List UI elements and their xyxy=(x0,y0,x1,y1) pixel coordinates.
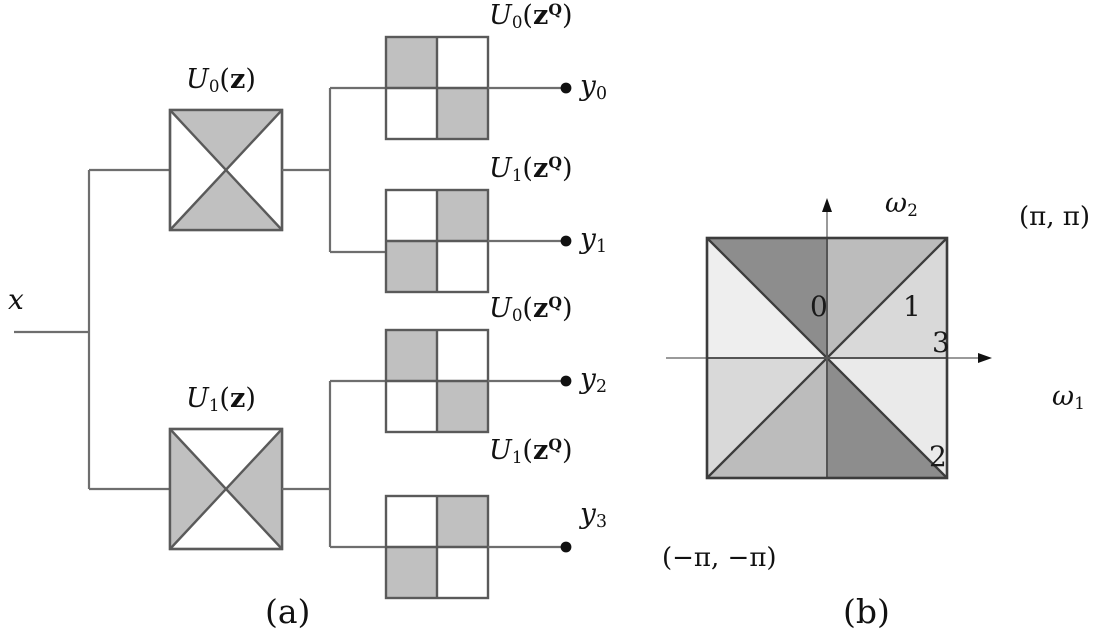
butterfly-u0-label: U0(z) xyxy=(186,64,256,97)
quad-u0-q-b-box[interactable] xyxy=(384,328,490,434)
quad-u1-q-a-box[interactable] xyxy=(384,188,490,294)
corner-label-pi-pi: (π, π) xyxy=(1019,202,1090,232)
quad-u0-q-b-label: U0(zQ) xyxy=(489,292,573,326)
corner-label-neg-pi-neg-pi: (−π, −π) xyxy=(662,543,777,573)
axis-label-omega1: ω1 xyxy=(1052,381,1085,414)
sector-label-2: 2 xyxy=(929,440,947,473)
output-label-y2: y2 xyxy=(580,362,608,398)
output-wire-y3 xyxy=(488,541,572,553)
quad-u0-q-a-box[interactable] xyxy=(384,35,490,141)
output-label-y0: y0 xyxy=(580,69,608,105)
output-wire-y1 xyxy=(488,235,572,247)
output-wire-y0 xyxy=(488,82,572,94)
quad-u1-q-a-label: U1(zQ) xyxy=(489,152,573,186)
input-label-x: x xyxy=(8,283,24,316)
panel-b-diagram xyxy=(666,198,992,480)
quad-u1-q-b-box[interactable] xyxy=(384,494,490,600)
sector-label-1: 1 xyxy=(903,290,921,323)
caption-panel-a: (a) xyxy=(265,592,311,631)
fork-wire-bottom xyxy=(282,379,386,549)
sector-label-3: 3 xyxy=(932,326,950,359)
axis-omega1-arrowhead xyxy=(978,353,992,363)
fork-wire-top xyxy=(282,86,386,254)
butterfly-u1-box[interactable] xyxy=(168,427,284,551)
butterfly-u1-label: U1(z) xyxy=(186,383,256,416)
quad-u1-q-b-label: U1(zQ) xyxy=(489,434,573,468)
output-label-y3: y3 xyxy=(580,497,608,533)
output-wire-y2 xyxy=(488,375,572,387)
quad-u0-q-a-label: U0(zQ) xyxy=(489,0,573,33)
input-wire-x xyxy=(14,168,170,491)
caption-panel-b: (b) xyxy=(843,592,890,631)
axis-label-omega2: ω2 xyxy=(885,188,918,221)
axis-omega2-arrowhead xyxy=(822,198,832,212)
sector-label-0: 0 xyxy=(810,290,828,323)
butterfly-u0-box[interactable] xyxy=(168,108,284,232)
output-label-y1: y1 xyxy=(580,222,608,258)
frequency-square-border xyxy=(705,236,949,480)
